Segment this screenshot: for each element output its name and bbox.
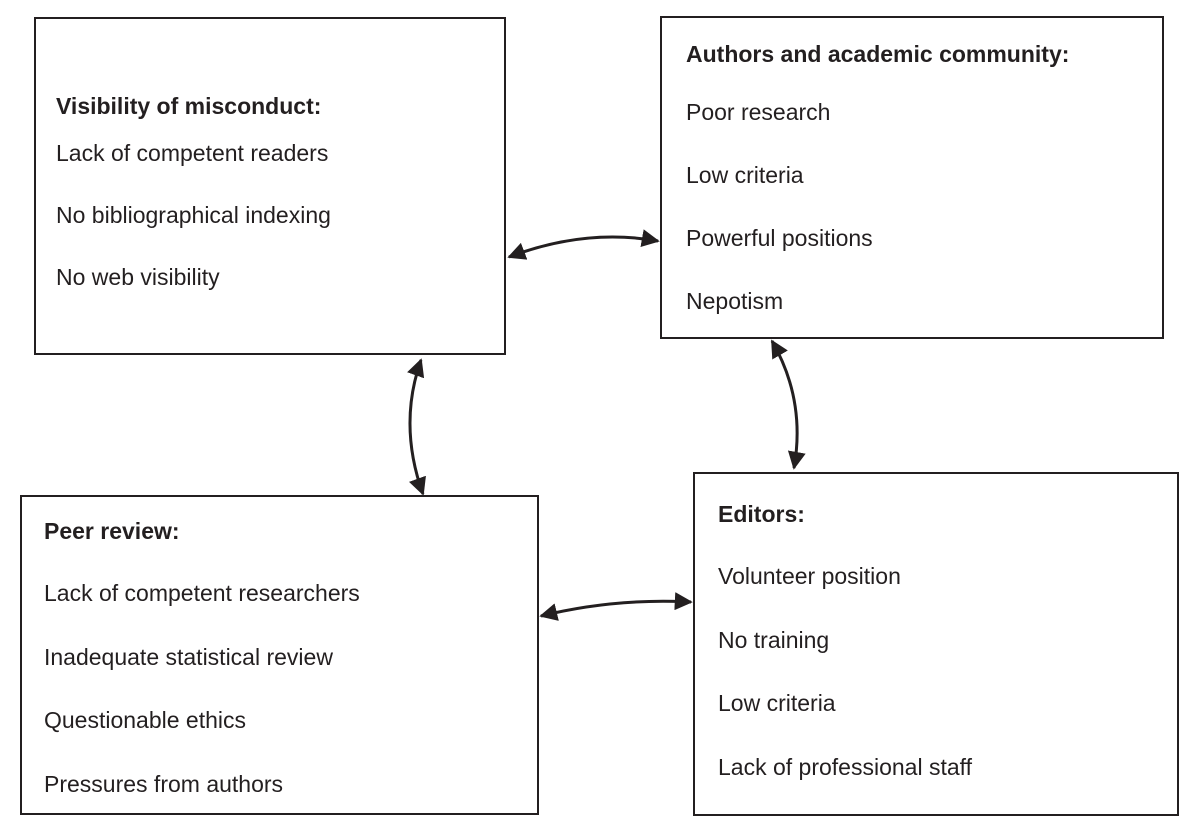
box-item-list: Lack of competent researchers Inadequate… xyxy=(44,579,360,833)
box-visibility-of-misconduct: Visibility of misconduct: Lack of compet… xyxy=(34,17,506,355)
box-item-list: Lack of competent readers No bibliograph… xyxy=(56,139,331,325)
arrow-peer-editors xyxy=(539,592,693,621)
list-item: No bibliographical indexing xyxy=(56,202,331,228)
list-item: Lack of competent readers xyxy=(56,140,329,166)
list-item: Pressures from authors xyxy=(44,770,284,797)
box-title: Editors: xyxy=(718,501,805,527)
list-item: Volunteer position xyxy=(718,563,901,589)
arrow-authors-editors xyxy=(770,339,806,470)
box-title: Authors and academic community: xyxy=(686,41,1070,67)
box-title: Peer review: xyxy=(44,518,180,544)
list-item: Lack of professional staff xyxy=(718,753,972,780)
box-peer-review: Peer review: Lack of competent researche… xyxy=(20,495,539,815)
list-item: Inadequate statistical review xyxy=(44,643,333,670)
box-item-list: Poor research Low criteria Powerful posi… xyxy=(686,98,873,350)
arrow-visibility-authors xyxy=(507,229,660,260)
list-item: Poor research xyxy=(686,99,831,125)
list-item: Low criteria xyxy=(718,690,836,716)
list-item: Powerful positions xyxy=(686,225,873,251)
list-item: Lack of competent researchers xyxy=(44,580,360,606)
box-title: Visibility of misconduct: xyxy=(56,93,322,119)
box-item-list: Volunteer position No training Low crite… xyxy=(718,562,972,816)
list-item: No web visibility xyxy=(56,264,220,290)
arrow-visibility-peer xyxy=(407,358,426,496)
list-item: Questionable ethics xyxy=(44,707,247,733)
box-authors-and-academic-community: Authors and academic community: Poor res… xyxy=(660,16,1164,339)
list-item: Nepotism xyxy=(686,288,784,314)
list-item: No training xyxy=(718,626,830,653)
box-editors: Editors: Volunteer position No training … xyxy=(693,472,1179,816)
list-item: Low criteria xyxy=(686,162,804,188)
